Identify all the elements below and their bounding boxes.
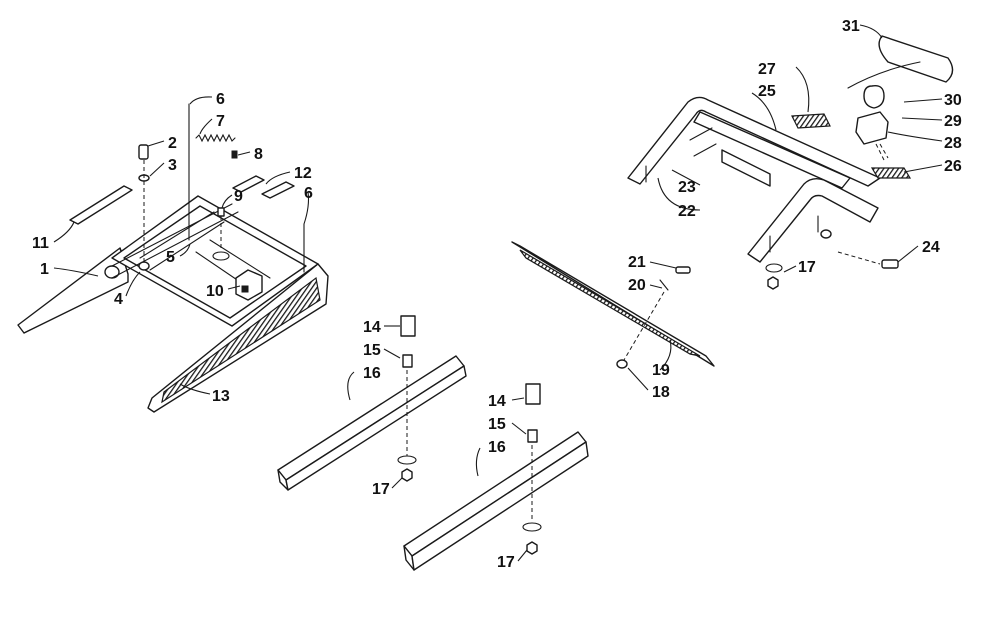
leader-lines — [53, 24, 943, 562]
callout-1: 1 — [40, 261, 49, 278]
rear-handle — [878, 35, 954, 83]
callout-22: 22 — [678, 203, 696, 220]
pad-left — [69, 185, 133, 225]
pad-27 — [791, 113, 831, 129]
callout-13: 13 — [212, 388, 230, 405]
callout-26: 26 — [944, 158, 962, 175]
callout-8: 8 — [254, 146, 263, 163]
callout-30: 30 — [944, 92, 962, 109]
callout-29: 29 — [944, 113, 962, 130]
callout-25: 25 — [758, 83, 776, 100]
callout-9: 9 — [234, 188, 243, 205]
callout-18: 18 — [652, 384, 670, 401]
callout-23: 23 — [678, 179, 696, 196]
callout-17-right: 17 — [798, 259, 816, 276]
callout-24: 24 — [922, 239, 940, 256]
hitch — [855, 111, 889, 145]
callout-12: 12 — [294, 165, 312, 182]
callout-3: 3 — [168, 157, 177, 174]
left-side-rail — [17, 247, 129, 334]
callout-21: 21 — [628, 254, 646, 271]
callout-17-middle: 17 — [372, 481, 390, 498]
callout-15-upper: 15 — [363, 342, 381, 359]
callout-5: 5 — [166, 249, 175, 266]
callout-20: 20 — [628, 277, 646, 294]
pad-right-b — [261, 181, 295, 199]
callout-14-upper: 14 — [363, 319, 381, 336]
callout-7: 7 — [216, 113, 225, 130]
runner-lower — [403, 383, 589, 571]
pad-26 — [870, 167, 912, 179]
pad-right-a — [232, 175, 265, 193]
callout-27: 27 — [758, 61, 776, 78]
callout-6-right: 6 — [304, 185, 313, 202]
callout-15-lower: 15 — [488, 416, 506, 433]
callout-31: 31 — [842, 18, 860, 35]
callout-16-upper: 16 — [363, 365, 381, 382]
callout-28: 28 — [944, 135, 962, 152]
runner-upper — [277, 315, 467, 491]
screw — [675, 266, 691, 274]
callout-labels: 1 2 3 4 5 6 6 7 8 9 10 11 12 13 14 14 15… — [32, 18, 962, 571]
callout-4: 4 — [114, 291, 123, 308]
grab-bar-assembly — [627, 35, 954, 290]
callout-19: 19 — [652, 362, 670, 379]
latch-spring — [195, 133, 236, 143]
snow-flap — [511, 241, 715, 369]
callout-6-upper: 6 — [216, 91, 225, 108]
callout-2: 2 — [168, 135, 177, 152]
spacer-block — [400, 315, 416, 337]
callout-17-lower: 17 — [497, 554, 515, 571]
reflective-panel — [161, 276, 321, 404]
callout-14-lower: 14 — [488, 393, 506, 410]
callout-10: 10 — [206, 283, 224, 300]
rack-frame-assembly — [17, 103, 329, 413]
callout-11: 11 — [32, 235, 49, 252]
callout-16-lower: 16 — [488, 439, 506, 456]
